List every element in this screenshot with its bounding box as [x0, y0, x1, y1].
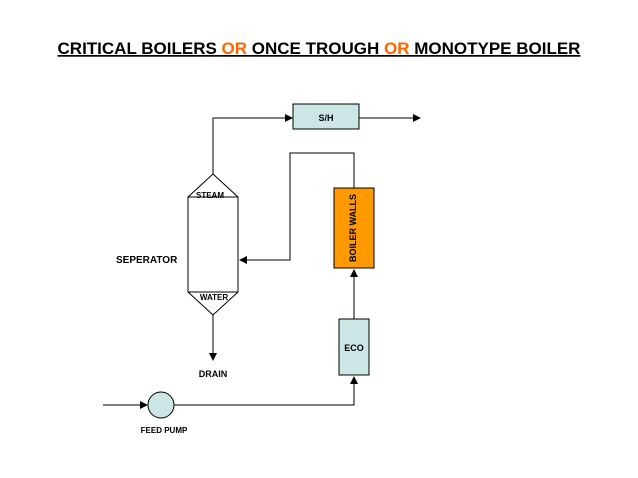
boiler-walls-label: BOILER WALLS	[348, 194, 358, 262]
economizer-label: ECO	[344, 343, 364, 353]
separator-water-label: WATER	[200, 293, 229, 302]
title-part-monotype-boiler: MONOTYPE BOILER	[410, 39, 581, 58]
title-part-critical-boilers: CRITICAL BOILERS	[58, 39, 222, 58]
feed-pump-label: FEED PUMP	[141, 426, 188, 435]
title-or-1: OR	[222, 39, 248, 58]
boiler-walls-box	[333, 187, 375, 269]
title-part-once-trough: ONCE TROUGH	[247, 39, 384, 58]
steam-line	[212, 114, 293, 174]
feed-pump-circle	[147, 391, 175, 419]
page-title: CRITICAL BOILERS OR ONCE TROUGH OR MONOT…	[58, 39, 581, 58]
superheater-label: S/H	[318, 113, 333, 123]
separator-steam-label: STEAM	[196, 191, 224, 200]
drain-label: DRAIN	[199, 369, 228, 379]
title-or-2: OR	[384, 39, 410, 58]
superheater-box	[292, 103, 360, 130]
economizer-box	[338, 318, 370, 376]
pump-to-eco-line	[174, 376, 358, 406]
walls-to-separator-line	[239, 152, 355, 264]
separator-label: SEPERATOR	[116, 255, 178, 266]
